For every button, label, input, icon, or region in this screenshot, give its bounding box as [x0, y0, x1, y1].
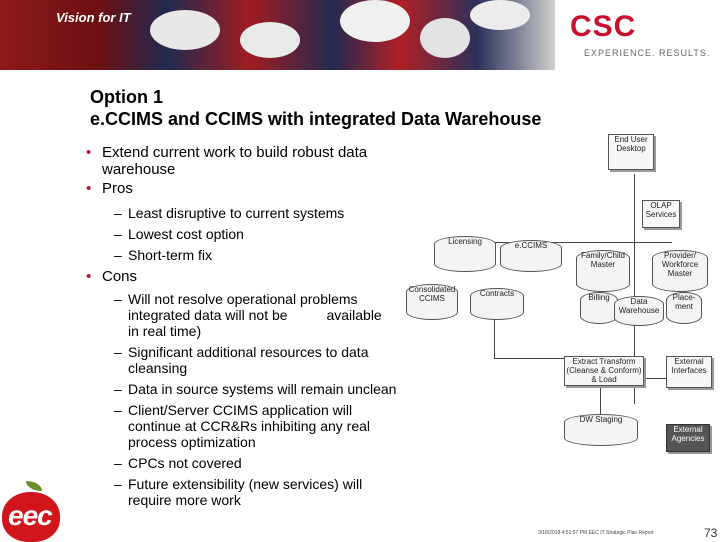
sub-bullet-text: Least disruptive to current systems — [128, 205, 345, 221]
bullet-list: • Extend current work to build robust da… — [86, 144, 446, 513]
leaf-icon — [26, 481, 42, 491]
footer-text: 3/18/2018 4:51:57 PM EEC IT Strategic Pl… — [538, 530, 654, 536]
contracts-cylinder: Contracts — [470, 288, 524, 320]
sub-bullet-text: Short-term fix — [128, 247, 213, 263]
sub-bullet: –Short-term fix — [114, 247, 213, 263]
connector-line — [494, 308, 495, 358]
sub-bullet: – Future extensibility (new services) wi… — [86, 476, 446, 508]
header-banner: Vision for IT CSC EXPERIENCE. RESULTS. — [0, 0, 720, 70]
bullet-dot: • — [86, 268, 92, 285]
etl-box: Extract Transform (Cleanse & Conform) & … — [564, 356, 644, 386]
eccims-cylinder: e.CCIMS — [500, 240, 562, 272]
sub-bullet: –Lowest cost option — [114, 226, 244, 242]
bullet-dot: • — [86, 144, 92, 161]
connector-line — [600, 387, 601, 417]
sub-bullet: – Significant additional resources to da… — [86, 344, 446, 376]
sub-bullet-text: in real time) — [128, 323, 202, 339]
sub-bullet-text: Future extensibility (new services) will — [128, 476, 363, 492]
dw-staging-cylinder: DW Staging — [564, 414, 638, 446]
bullet-dot: • — [86, 180, 92, 197]
sub-bullet-text: CPCs not covered — [128, 455, 242, 471]
connector-line — [472, 242, 672, 243]
bullet-cons: • Cons — [86, 268, 446, 285]
bullet-text: Cons — [102, 268, 138, 285]
sub-bullet: – Will not resolve operational problems … — [86, 291, 446, 339]
data-warehouse-cylinder: Data Warehouse — [614, 296, 664, 326]
sub-bullet: – Client/Server CCIMS application will c… — [86, 402, 446, 450]
sub-bullet-text: continue at CCR&Rs inhibiting any real — [128, 418, 371, 434]
bullet-pros: • Pros — [86, 180, 446, 197]
csc-logo: CSC EXPERIENCE. RESULTS. — [560, 8, 720, 64]
bullet-text: Extend current work to build robust data — [102, 144, 368, 161]
apple-icon — [2, 492, 60, 542]
sub-bullet-text: Will not resolve operational problems — [128, 291, 358, 307]
banner-title: Vision for IT — [56, 10, 131, 25]
sub-bullet: –Least disruptive to current systems — [114, 205, 345, 221]
architecture-diagram: End User Desktop OLAP Services Licensing… — [404, 132, 720, 462]
sub-bullet-text: integrated data will not be available — [128, 307, 382, 323]
connector-line — [494, 358, 604, 359]
eec-logo-text: eec — [8, 500, 53, 531]
bullet-text: Pros — [102, 180, 133, 197]
sub-bullet-text: process optimization — [128, 434, 256, 450]
bullet-text: warehouse — [102, 161, 176, 178]
placement-cylinder: Place- ment — [666, 292, 702, 324]
title-line-2: e.CCIMS and CCIMS with integrated Data W… — [90, 109, 542, 129]
provider-workforce-master-cylinder: Provider/ Workforce Master — [652, 250, 708, 292]
licensing-cylinder: Licensing — [434, 236, 496, 272]
sub-bullet-text: cleansing — [128, 360, 188, 376]
csc-logo-text: CSC — [570, 10, 637, 43]
sub-bullet-text: Significant additional resources to data — [128, 344, 369, 360]
slide-title: Option 1 e.CCIMS and CCIMS with integrat… — [90, 86, 541, 130]
connector-line — [634, 174, 635, 404]
logo-tagline: EXPERIENCE. RESULTS. — [584, 48, 711, 58]
external-interfaces-box: External Interfaces — [666, 356, 712, 388]
olap-services-box: OLAP Services — [642, 200, 680, 228]
sub-bullet: –CPCs not covered — [114, 455, 242, 471]
eec-logo: eec — [0, 478, 62, 542]
sub-bullet-text: require more work — [128, 492, 241, 508]
bullet-extend: • Extend current work to build robust da… — [86, 144, 446, 178]
family-child-master-cylinder: Family/Child Master — [576, 250, 630, 292]
sub-bullet-text: Client/Server CCIMS application will — [128, 402, 353, 418]
cyclists-photo — [0, 0, 555, 70]
sub-bullet: –Data in source systems will remain uncl… — [114, 381, 397, 397]
title-line-1: Option 1 — [90, 87, 163, 107]
external-agencies-box: External Agencies — [666, 424, 710, 452]
end-user-desktop-box: End User Desktop — [608, 134, 654, 170]
sub-bullet-text: Lowest cost option — [128, 226, 244, 242]
billing-cylinder: Billing — [580, 292, 618, 324]
consolidated-ccims-cylinder: Consolidated CCIMS — [406, 284, 458, 320]
sub-bullet-text: Data in source systems will remain uncle… — [128, 381, 397, 397]
page-number: 73 — [704, 526, 718, 540]
